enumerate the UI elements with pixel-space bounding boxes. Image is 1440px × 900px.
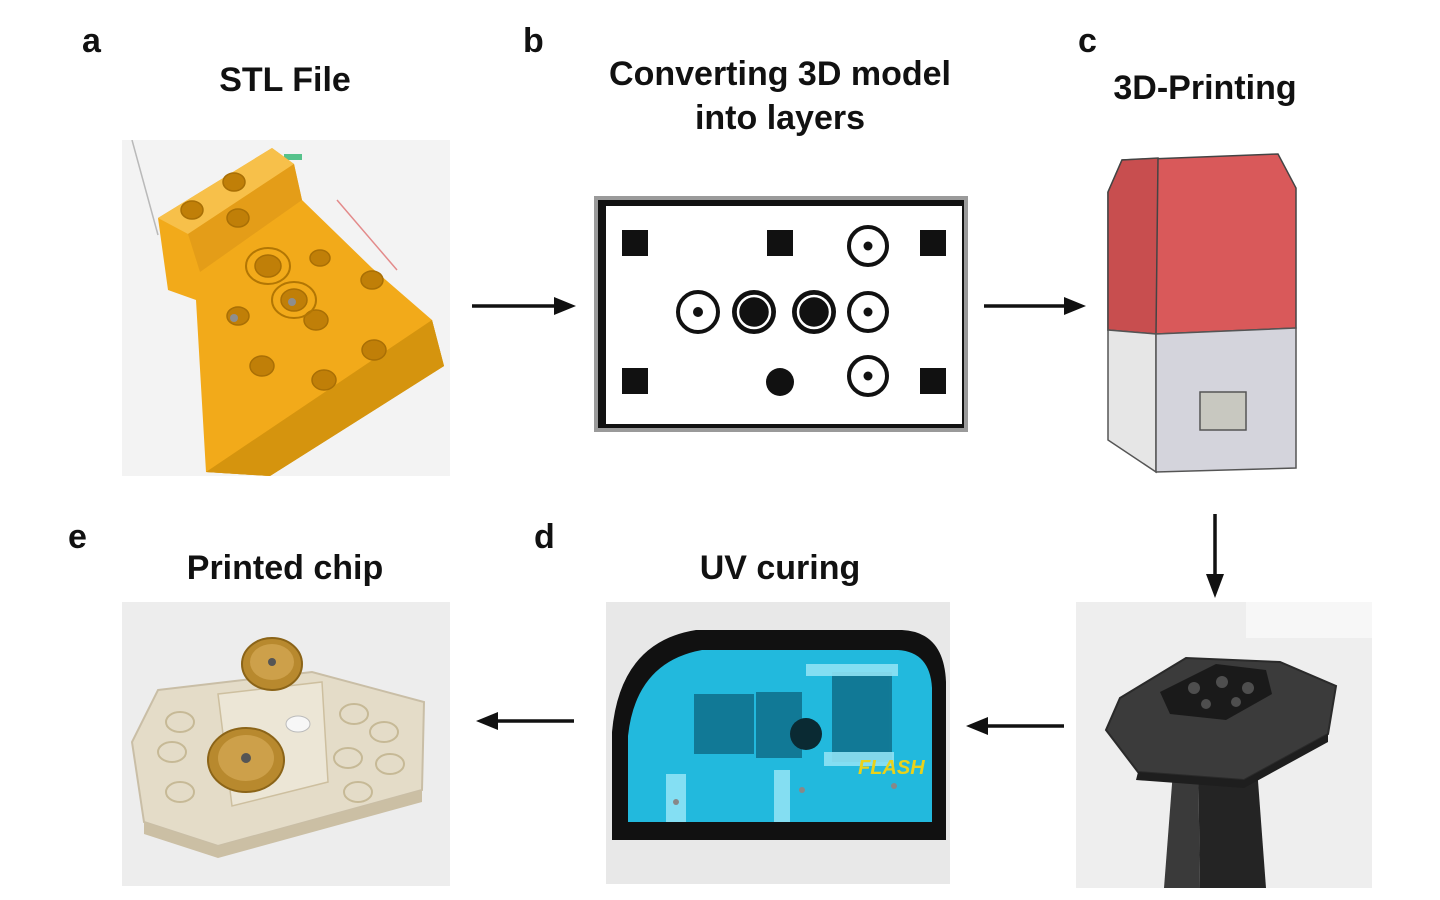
panel-title-b-line1: Converting 3D model [609, 55, 951, 93]
arrow-down-icon [1206, 514, 1224, 598]
layer-slice-image [594, 196, 968, 432]
panel-letter-e: e [68, 518, 87, 556]
panel-letter-a: a [82, 22, 101, 60]
panel-title-e: Printed chip [186, 549, 384, 587]
panel-title-d: UV curing [699, 549, 861, 587]
panel-title-b: Converting 3D model into layers [550, 52, 1010, 140]
uv-curing-photo: FLASH [606, 602, 950, 884]
panel-title-c: 3D-Printing [1113, 69, 1297, 107]
panel-title-a: STL File [219, 61, 351, 99]
arrow-left-icon [476, 712, 574, 730]
printed-part-photo [1076, 602, 1372, 888]
device-label: FLASH [858, 757, 925, 779]
printer-illustration [1100, 150, 1306, 476]
stl-model-image [122, 140, 450, 476]
panel-letter-d: d [534, 518, 555, 556]
panel-title-b-line2: into layers [694, 99, 866, 138]
arrow-right-icon [984, 297, 1086, 315]
arrow-left-icon [966, 717, 1064, 735]
arrow-right-icon [472, 297, 576, 315]
panel-letter-c: c [1078, 22, 1097, 60]
printed-chip-photo [122, 602, 450, 886]
panel-letter-b: b [523, 22, 544, 60]
